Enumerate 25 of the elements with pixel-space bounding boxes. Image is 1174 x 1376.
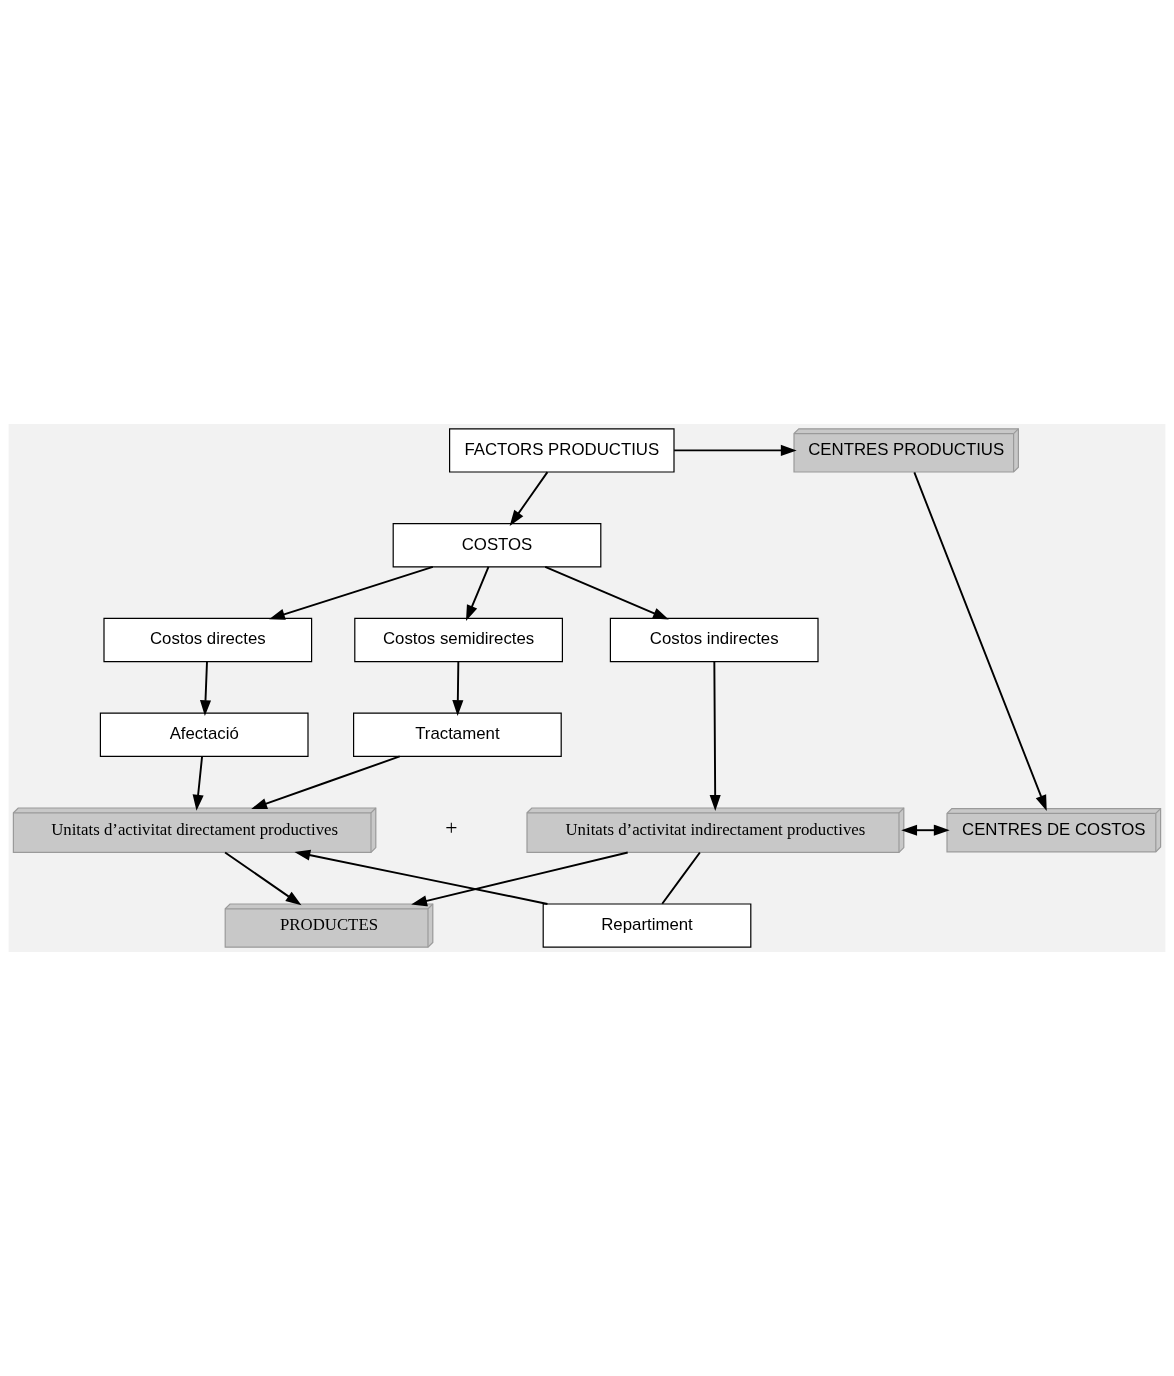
arrow bbox=[294, 849, 549, 905]
node-box: Costos indirectes bbox=[609, 617, 819, 663]
arrow bbox=[509, 471, 549, 526]
node-box: Afectació bbox=[99, 712, 309, 757]
arrow bbox=[411, 851, 629, 907]
arrow bbox=[901, 824, 950, 836]
arrow bbox=[224, 851, 302, 906]
node-box: FACTORS PRODUCTIUS bbox=[449, 428, 675, 473]
label: + bbox=[445, 816, 458, 841]
arrow bbox=[709, 660, 721, 811]
node-box: Costos semidirectes bbox=[354, 617, 563, 663]
node-box: COSTOS bbox=[392, 523, 602, 568]
arrow bbox=[199, 660, 212, 717]
arrow bbox=[452, 660, 464, 717]
arrow bbox=[269, 565, 434, 620]
connector bbox=[661, 851, 701, 905]
arrow bbox=[913, 471, 1047, 811]
arrow bbox=[673, 444, 797, 456]
node-box: Costos directes bbox=[103, 617, 313, 663]
arrow bbox=[192, 755, 204, 811]
arrow bbox=[466, 565, 490, 622]
arrow bbox=[251, 755, 401, 809]
node-box: Repartiment bbox=[542, 903, 752, 948]
arrow bbox=[544, 565, 669, 620]
node-box: Tractament bbox=[353, 712, 562, 757]
